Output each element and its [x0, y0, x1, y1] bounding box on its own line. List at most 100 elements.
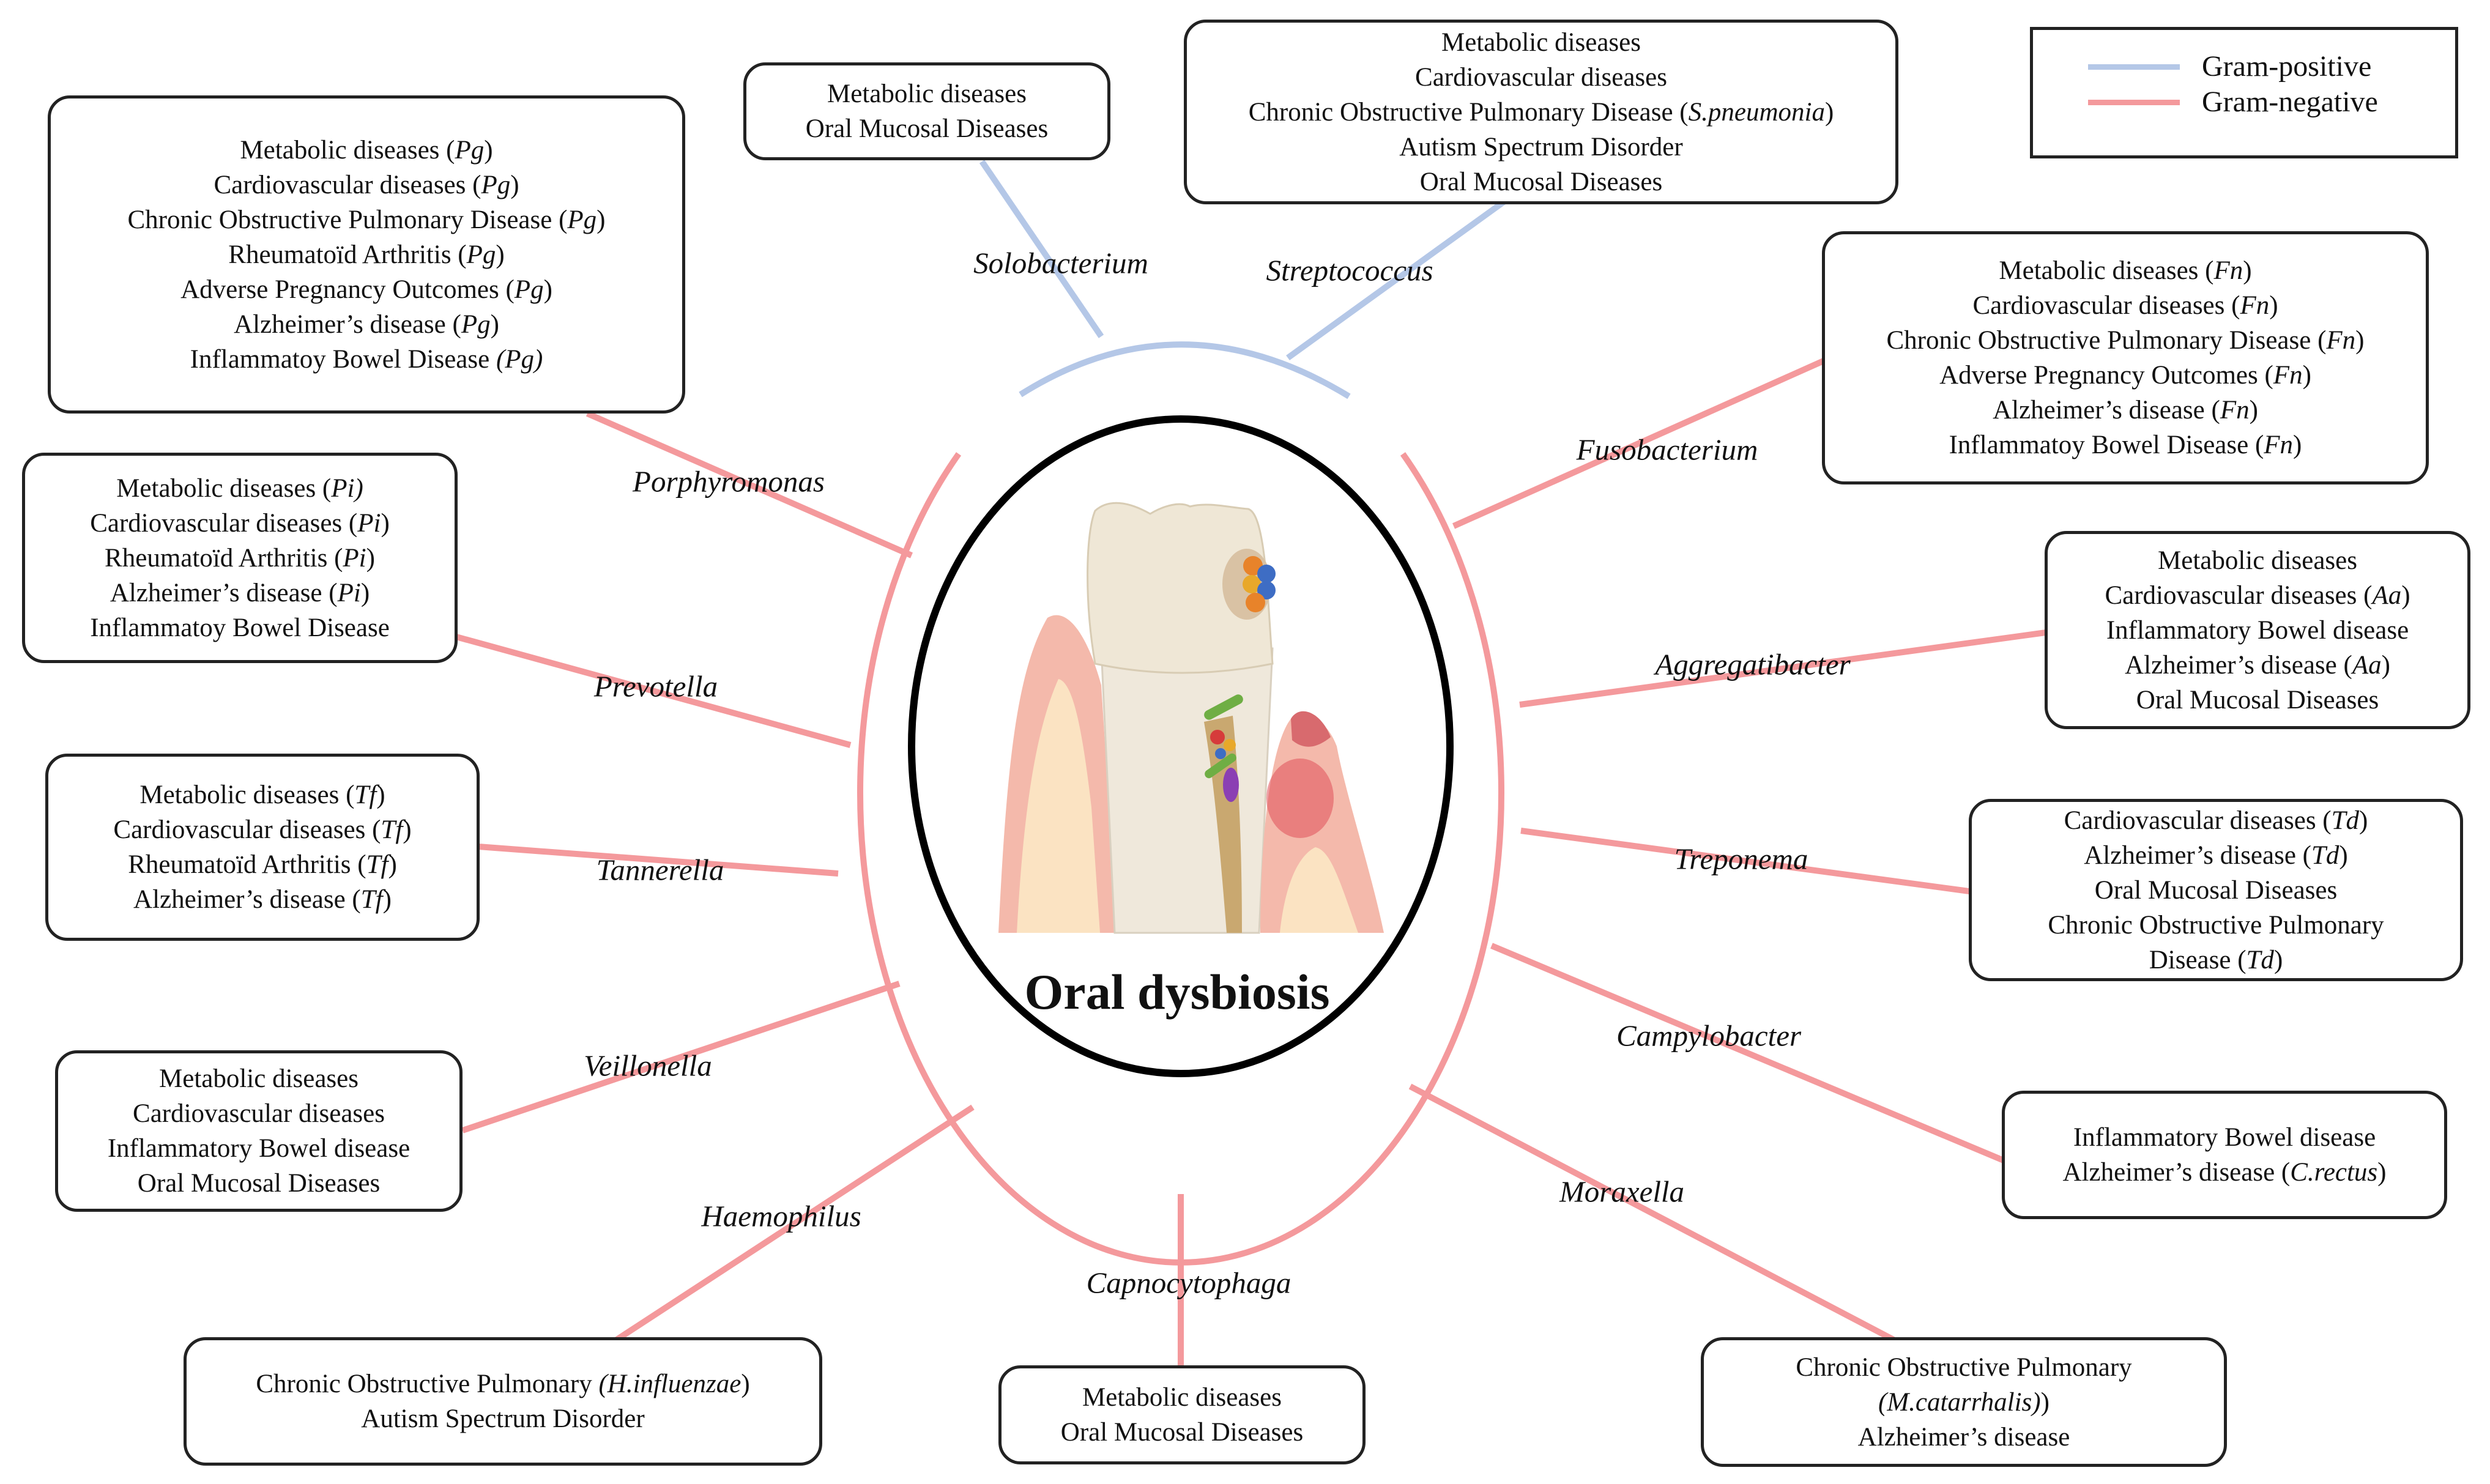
connector-streptococcus — [1286, 199, 1506, 361]
disease-line: Inflammatory Bowel disease — [2106, 613, 2409, 648]
disease-text: Alzheimer’s disease ( — [2125, 650, 2352, 680]
disease-line: Chronic Obstructive Pulmonary — [2048, 908, 2384, 943]
disease-text: Alzheimer’s disease — [1857, 1422, 2070, 1452]
inflammation-spot — [1266, 759, 1334, 838]
disease-text: Metabolic diseases — [159, 1064, 359, 1093]
disease-text: Cardiovascular diseases ( — [2105, 581, 2373, 610]
disease-text: Oral Mucosal Diseases — [2094, 875, 2338, 905]
legend-item-gram-positive: Gram-positive — [2033, 48, 2455, 85]
disease-text: Inflammatoy Bowel Disease — [90, 613, 390, 642]
disease-box-fusobacterium: Metabolic diseases (Fn)Cardiovascular di… — [1822, 231, 2429, 484]
disease-line: Metabolic diseases — [1441, 25, 1641, 60]
connector-veillonella — [461, 981, 901, 1133]
disease-line: Metabolic diseases — [159, 1061, 359, 1096]
disease-line: Oral Mucosal Diseases — [1061, 1415, 1303, 1450]
disease-text: Alzheimer’s disease ( — [133, 885, 361, 914]
disease-line: Cardiovascular diseases (Tf) — [113, 812, 411, 847]
disease-line: Rheumatoïd Arthritis (Tf) — [128, 847, 397, 882]
species-abbreviation: (M.catarrhalis) — [1878, 1387, 2041, 1417]
disease-text: ) — [2293, 431, 2302, 459]
disease-line: Alzheimer’s disease (C.rectus) — [2063, 1155, 2387, 1190]
coccus-bacterium-icon — [1210, 730, 1225, 744]
disease-line: Inflammatoy Bowel Disease (Pg) — [190, 342, 543, 377]
species-abbreviation: Aa — [2352, 650, 2382, 680]
disease-text: Oral Mucosal Diseases — [137, 1169, 381, 1198]
disease-line: Inflammatory Bowel disease — [108, 1131, 410, 1166]
species-abbreviation: Td — [2331, 806, 2360, 835]
left-bone — [1017, 679, 1100, 933]
species-abbreviation: Fn — [2264, 431, 2294, 459]
tooth-root — [1100, 647, 1274, 934]
genus-label-moraxella: Moraxella — [1559, 1174, 1685, 1209]
disease-text: Oral Mucosal Diseases — [1060, 1418, 1304, 1447]
genus-label-aggregatibacter: Aggregatibacter — [1655, 647, 1851, 681]
bacteria-cell — [1257, 565, 1276, 583]
species-abbreviation: Pg — [466, 240, 496, 269]
disease-line: (M.catarrhalis)) — [1878, 1385, 2050, 1420]
disease-text: Chronic Obstructive Pulmonary — [1796, 1352, 2132, 1382]
connector-treponema — [1520, 828, 1974, 895]
disease-text: ) — [543, 275, 552, 304]
disease-text: ) — [2339, 840, 2348, 870]
disease-text: Chronic Obstructive Pulmonary Disease ( — [127, 205, 568, 234]
disease-line: Chronic Obstructive Pulmonary — [1796, 1350, 2131, 1385]
disease-text: Chronic Obstructive Pulmonary — [256, 1370, 599, 1398]
species-abbreviation: Tf — [381, 815, 403, 844]
disease-line: Alzheimer’s disease (Aa) — [2125, 648, 2390, 683]
disease-line: Oral Mucosal Diseases — [806, 111, 1048, 146]
disease-text: ) — [741, 1370, 750, 1398]
disease-line: Oral Mucosal Diseases — [138, 1166, 380, 1201]
disease-line: Alzheimer’s disease (Pg) — [234, 307, 499, 342]
genus-label-fusobacterium: Fusobacterium — [1576, 432, 1758, 467]
coccus-bacterium-icon — [1224, 739, 1236, 751]
disease-line: Cardiovascular diseases — [1415, 60, 1667, 95]
rod-bacterium-icon — [1205, 753, 1236, 779]
disease-text: Alzheimer’s disease ( — [234, 310, 461, 339]
disease-text: Rheumatoïd Arthritis ( — [105, 543, 343, 573]
tooth-crown — [1087, 502, 1274, 674]
disease-line: Cardiovascular diseases (Fn) — [1972, 288, 2278, 323]
disease-text: Rheumatoïd Arthritis ( — [228, 240, 467, 269]
disease-text: ) — [2377, 1158, 2387, 1187]
disease-text: Alzheimer’s disease ( — [110, 578, 338, 607]
disease-text: Cardiovascular diseases ( — [2064, 806, 2332, 835]
disease-text: Oral Mucosal Diseases — [805, 114, 1049, 143]
species-abbreviation: Pi — [357, 508, 381, 538]
disease-text: ) — [2249, 396, 2258, 425]
disease-line: Autism Spectrum Disorder — [1399, 130, 1682, 165]
tooth-illustration — [998, 502, 1384, 934]
species-abbreviation: Pi — [343, 543, 366, 573]
genus-label-solobacterium: Solobacterium — [973, 246, 1148, 280]
disease-line: Chronic Obstructive Pulmonary Disease (S… — [1249, 95, 1834, 130]
genus-label-prevotella: Prevotella — [593, 669, 718, 703]
gram-negative-arc — [857, 452, 1504, 1266]
disease-text: Autism Spectrum Disorder — [361, 1404, 645, 1433]
disease-text: ) — [2269, 291, 2278, 320]
connector-porphyromonas — [585, 410, 913, 558]
disease-box-moraxella: Chronic Obstructive Pulmonary(M.catarrha… — [1701, 1337, 2227, 1467]
disease-line: Alzheimer’s disease (Pi) — [110, 576, 370, 610]
genus-label-porphyromonas: Porphyromonas — [633, 464, 825, 499]
disease-line: Oral Mucosal Diseases — [2095, 873, 2337, 908]
disease-line: Rheumatoïd Arthritis (Pg) — [228, 237, 504, 272]
disease-text: Adverse Pregnancy Outcomes ( — [180, 275, 515, 304]
disease-line: Cardiovascular diseases (Pi) — [90, 506, 390, 541]
disease-box-tannerella: Metabolic diseases (Tf)Cardiovascular di… — [45, 754, 480, 941]
species-abbreviation: Pi — [337, 578, 361, 607]
disease-line: Metabolic diseases (Fn) — [1999, 253, 2251, 288]
disease-text: Adverse Pregnancy Outcomes ( — [1939, 361, 2273, 390]
species-abbreviation: Tf — [354, 781, 377, 809]
disease-text: ) — [496, 240, 505, 269]
disease-line: Cardiovascular diseases (Aa) — [2105, 578, 2410, 613]
genus-label-streptococcus: Streptococcus — [1266, 253, 1433, 288]
disease-text: ) — [366, 543, 375, 573]
disease-text: ) — [2273, 945, 2283, 974]
disease-text: Inflammatory Bowel disease — [2106, 615, 2409, 645]
legend-item-gram-negative: Gram-negative — [2033, 84, 2455, 121]
disease-text: Inflammatoy Bowel Disease ( — [1949, 431, 2264, 459]
connector-lines — [453, 160, 2046, 1368]
genus-label-veillonella: Veillonella — [584, 1048, 712, 1083]
disease-text: Disease ( — [2149, 945, 2247, 974]
